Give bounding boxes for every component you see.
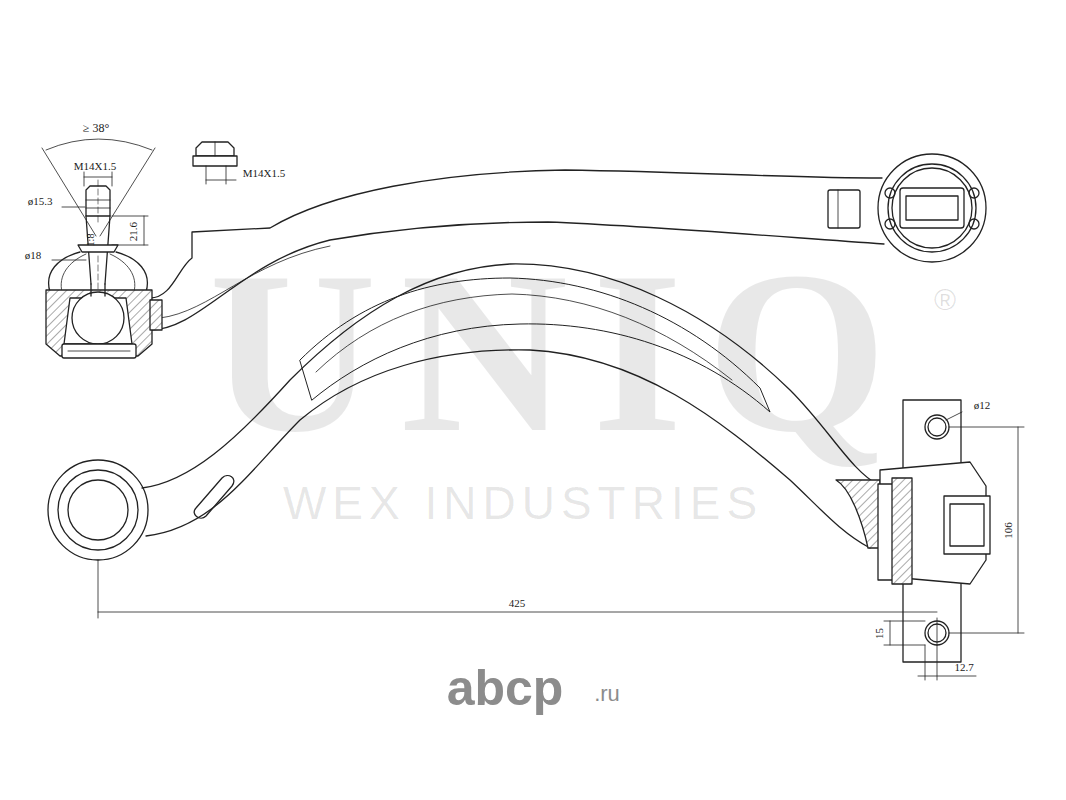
length-dimension: 106: [1003, 522, 1014, 539]
thread-dimension: M14X1.5: [74, 161, 116, 172]
angle-dimension: ≥ 38°: [83, 122, 109, 134]
diameter-dimension: ø15.3: [28, 196, 53, 207]
watermark: WEX INDUSTRIES: [277, 480, 763, 526]
watermark: UNIQ: [185, 236, 911, 468]
length-dimension: 425: [509, 598, 526, 609]
site-logo: abcp: [447, 663, 564, 713]
watermark: ®: [934, 285, 956, 315]
taper-ratio: 1:8: [86, 234, 96, 247]
diameter-dimension: ø12: [974, 400, 991, 411]
length-dimension: 21.6: [129, 221, 140, 240]
diameter-dimension: ø18: [25, 250, 42, 261]
site-logo: .ru: [594, 683, 620, 705]
thread-dimension: M14X1.5: [243, 168, 285, 179]
length-dimension: 15: [874, 628, 885, 639]
length-dimension: 12.7: [954, 662, 973, 673]
